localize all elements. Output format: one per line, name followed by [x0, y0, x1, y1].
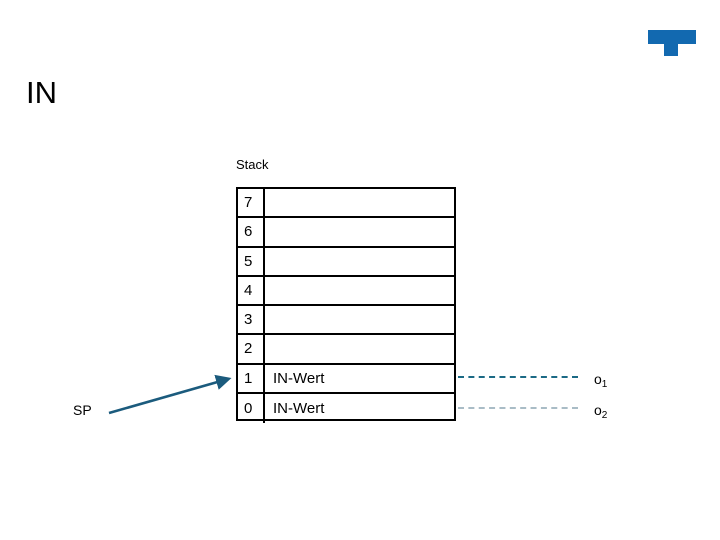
stack-row-index: 3 — [238, 306, 265, 334]
operand-label-o1-base: o — [594, 371, 602, 387]
stack-row-4: 4 — [238, 276, 454, 306]
stack-row-1: 1 IN-Wert — [238, 364, 454, 394]
stack-row-index: 2 — [238, 335, 265, 363]
operand-label-o1: o1 — [594, 371, 607, 390]
page-title: IN — [26, 75, 57, 110]
corporate-t-logo-icon — [648, 30, 696, 56]
stack-pointer-arrow-icon — [100, 368, 240, 420]
stack-row-value — [265, 218, 454, 245]
stack-pointer-label: SP — [73, 402, 92, 418]
stack-table: 7 6 5 4 3 2 1 IN-Wert 0 IN- — [236, 187, 456, 423]
stack-row-index: 0 — [238, 393, 265, 423]
stack-row-index: 6 — [238, 218, 265, 246]
stack-row-value — [265, 189, 454, 216]
connector-line-o1 — [458, 376, 578, 378]
connector-line-o2 — [458, 407, 578, 409]
stack-row-value — [265, 248, 454, 275]
operand-label-o2-base: o — [594, 402, 602, 418]
stack-row-0: 0 IN-Wert — [238, 393, 454, 423]
operand-label-o2: o2 — [594, 402, 607, 421]
stack-row-index: 7 — [238, 189, 265, 217]
stack-row-value — [265, 277, 454, 304]
stack-row-index: 1 — [238, 364, 265, 392]
stack-row-value: IN-Wert — [273, 369, 325, 387]
stack-row-3: 3 — [238, 306, 454, 336]
stack-row-index: 4 — [238, 276, 265, 304]
stack-row-value — [265, 335, 454, 362]
stack-row-value — [265, 306, 454, 333]
stack-caption: Stack — [236, 157, 269, 172]
stack-row-7: 7 — [238, 189, 454, 219]
stack-row-value: IN-Wert — [273, 399, 325, 417]
stack-row-2: 2 — [238, 335, 454, 365]
stack-row-5: 5 — [238, 247, 454, 277]
operand-label-o2-subscript: 2 — [601, 410, 608, 421]
operand-label-o1-subscript: 1 — [601, 379, 608, 390]
stack-row-index: 5 — [238, 247, 265, 275]
stack-row-6: 6 — [238, 218, 454, 248]
